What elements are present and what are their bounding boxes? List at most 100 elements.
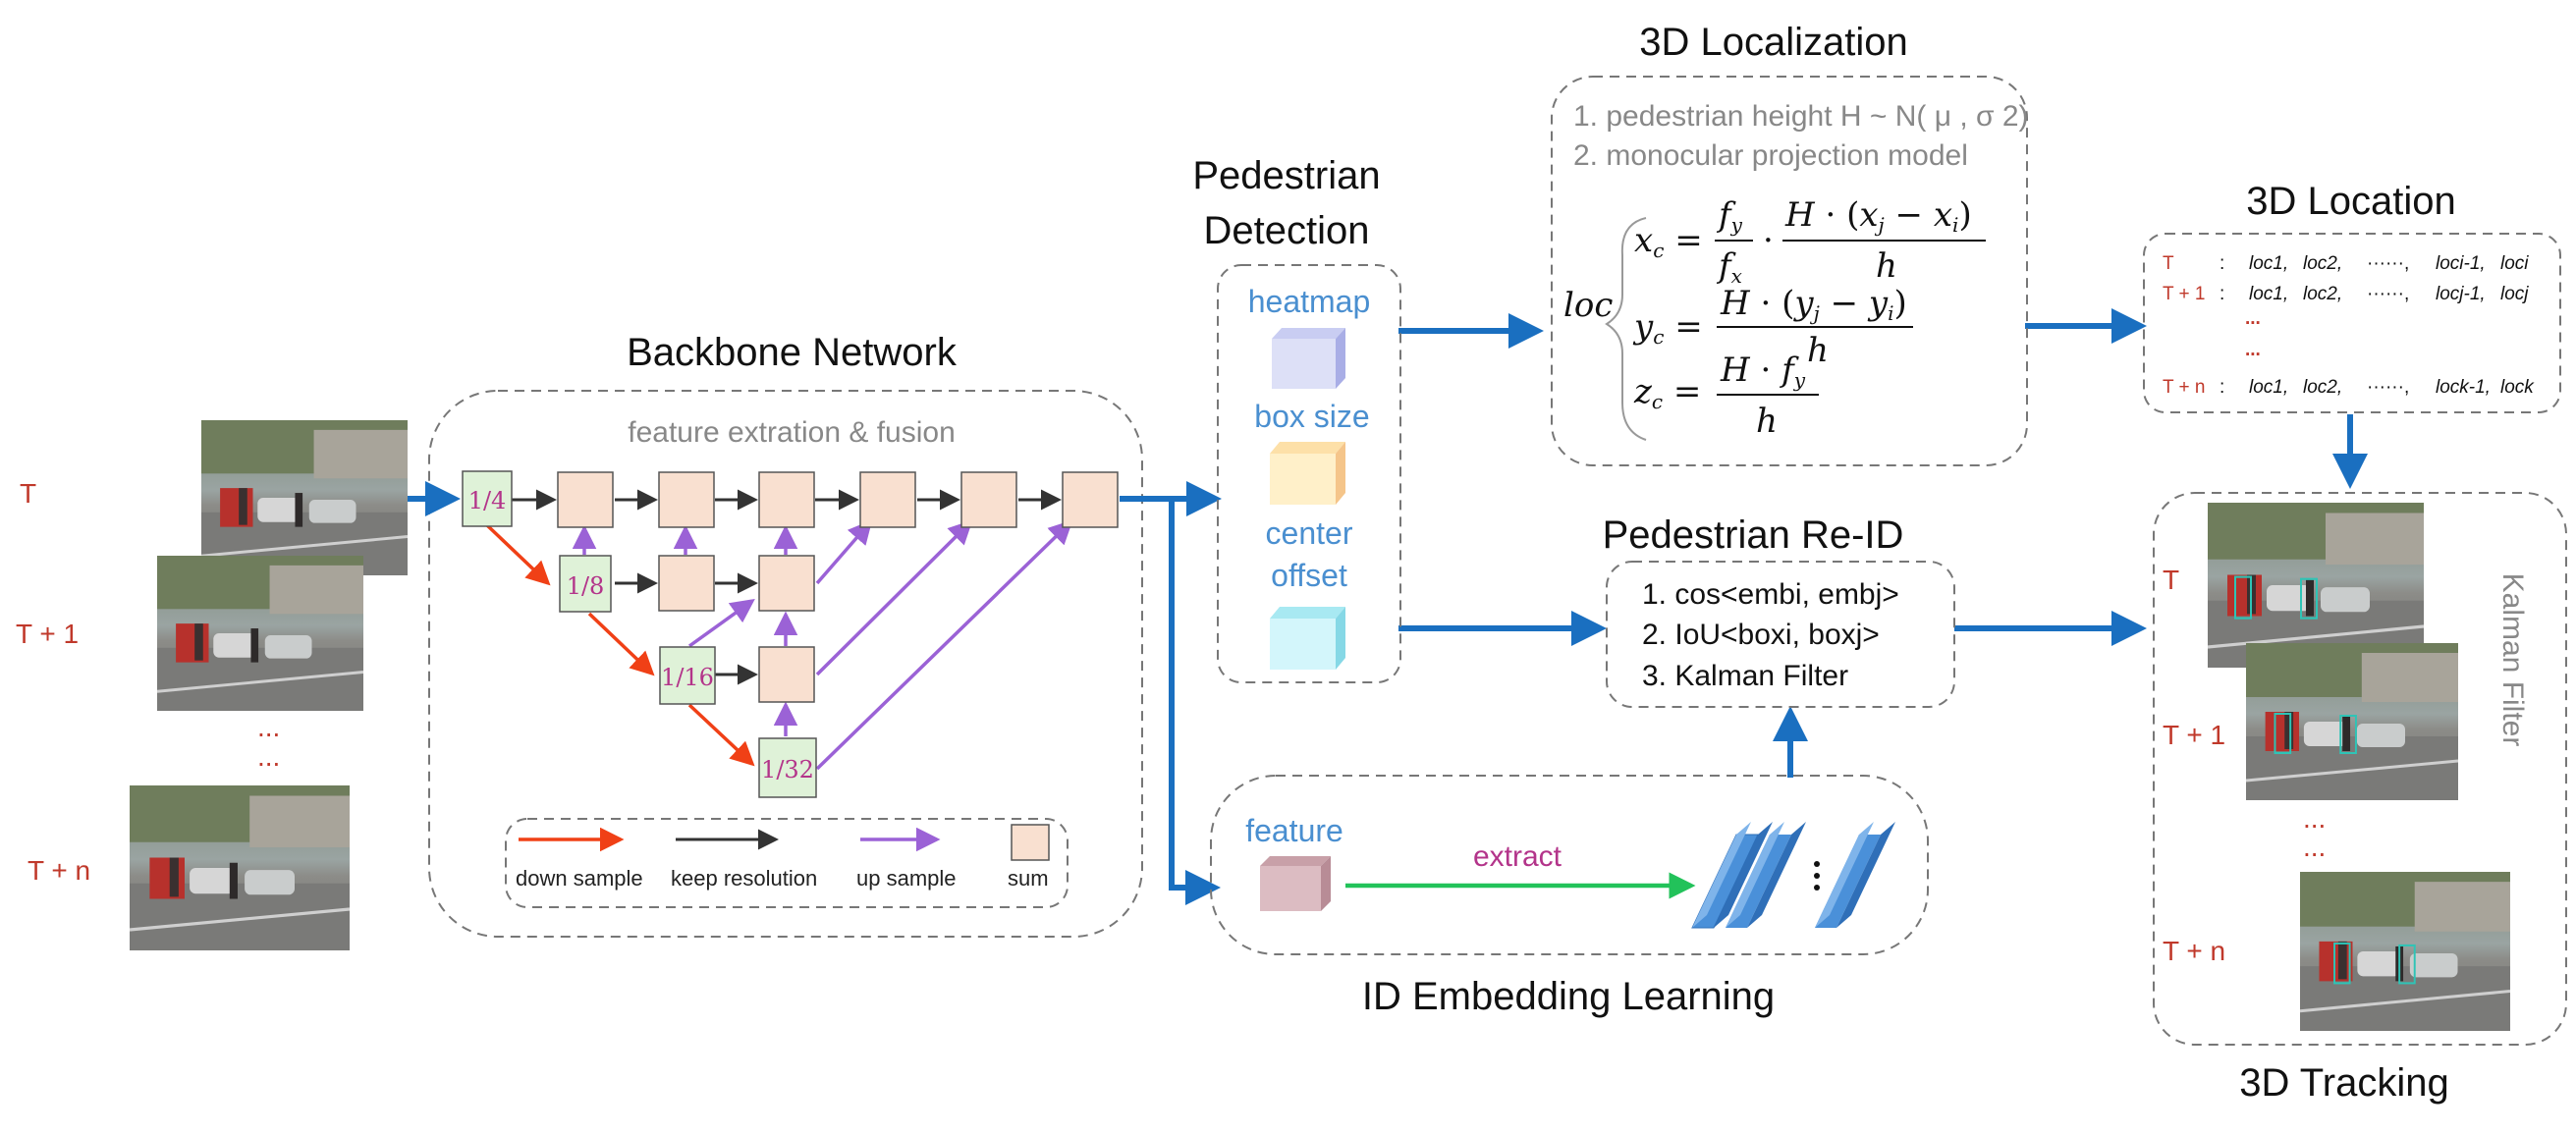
localization-step-2: 2. monocular projection model (1573, 139, 1968, 172)
location-vdots-1: ... (2245, 308, 2261, 329)
location-box (2143, 233, 2561, 413)
extract-label: extract (1473, 840, 1562, 873)
location-row-t1: T + 1 : loc1, loc2, ······, locj-1, locj (2163, 284, 2529, 304)
center-label-1: center (1266, 515, 1353, 551)
id-embedding-learning: ID Embedding Learning feature extract (1210, 775, 1929, 1018)
scale-box-1-4 (462, 470, 513, 527)
reid-item-1: 1. cos<embi, embj> (1642, 578, 1899, 611)
backbone-box (428, 390, 1143, 938)
localization-3d: 3D Localization 1. pedestrian height H ~… (1551, 21, 2029, 466)
svg-text:yc =: yc = (1632, 307, 1703, 349)
reid-box (1606, 561, 1955, 708)
svg-text:······,: ······, (2367, 253, 2409, 274)
embedding-box (1210, 775, 1929, 955)
location-title: 3D Location (2246, 180, 2455, 223)
frame-label-tn: T + n (27, 855, 90, 886)
keep-resolution-arrows (512, 489, 1062, 685)
svg-text:zc =: zc = (1633, 372, 1701, 413)
sum-box (758, 555, 815, 612)
sum-box (859, 471, 916, 528)
scale-box-1-16 (659, 646, 716, 705)
scale-label-1-32: 1/32 (761, 756, 814, 783)
svg-text:·: · (1763, 221, 1774, 260)
feature-cube-icon (1260, 856, 1331, 911)
scale-box-1-8 (559, 555, 612, 613)
svg-text:loci-1,: loci-1, (2436, 253, 2486, 274)
equation-brace (1605, 217, 1647, 441)
pedestrian-detection: Pedestrian Detection heatmap box size ce… (1192, 154, 1401, 683)
tracking-box (2153, 492, 2567, 1046)
svg-text::: : (2220, 284, 2224, 304)
svg-text:loc2,: loc2, (2303, 284, 2342, 304)
legend-keep: keep resolution (671, 866, 817, 891)
down-sample-arrows (485, 523, 755, 767)
loc-label: loc (1563, 286, 1613, 325)
svg-text:fx: fx (1716, 246, 1742, 288)
embedding-vectors-icon (1691, 822, 1895, 929)
svg-text:locj-1,: locj-1, (2436, 284, 2486, 304)
location-vdots-2: ... (2245, 340, 2261, 360)
reid-item-2: 2. IoU<boxi, boxj> (1642, 619, 1880, 651)
input-image-t (201, 420, 408, 575)
tracking-image-t (2208, 503, 2424, 668)
svg-text::: : (2220, 377, 2224, 398)
sum-box (658, 471, 715, 528)
track-dots-2: ... (2303, 832, 2326, 862)
tracking-title: 3D Tracking (2239, 1061, 2448, 1105)
svg-text:loc1,: loc1, (2249, 284, 2288, 304)
scale-label-1-8: 1/8 (567, 572, 605, 600)
svg-text:T + 1: T + 1 (2163, 284, 2205, 304)
location-3d: 3D Location T : loc1, loc2, ······, loci… (2143, 180, 2561, 413)
input-image-tn (130, 785, 350, 950)
legend-down: down sample (516, 866, 643, 891)
sum-box (1062, 471, 1119, 528)
svg-text:loc1,: loc1, (2249, 377, 2288, 398)
scale-label-1-16: 1/16 (661, 664, 714, 691)
svg-text:loc1,: loc1, (2249, 253, 2288, 274)
heatmap-label: heatmap (1248, 284, 1371, 319)
sum-box (960, 471, 1017, 528)
tracking-3d: 3D Tracking Kalman Filter T T + 1 ... ..… (2153, 492, 2567, 1105)
reid-title: Pedestrian Re-ID (1603, 513, 1904, 557)
backbone-legend: down sample keep resolution up sample su… (505, 818, 1069, 908)
svg-text:loc2,: loc2, (2303, 377, 2342, 398)
up-sample-arrows (572, 519, 1073, 771)
tracking-image-t1 (2246, 643, 2458, 800)
projection-equations: xc = fy fx · H · (xj − xi) h yc = H · (y… (1632, 195, 1986, 441)
reid-item-3: 3. Kalman Filter (1642, 660, 1848, 692)
embedding-title: ID Embedding Learning (1362, 975, 1775, 1018)
svg-text::: : (2220, 253, 2224, 274)
localization-box (1551, 76, 2028, 466)
svg-text:lock: lock (2500, 377, 2535, 398)
box-size-cube-icon (1270, 442, 1345, 505)
svg-text:lock-1,: lock-1, (2436, 377, 2491, 398)
track-label-t: T (2163, 565, 2179, 595)
frame-label-t1: T + 1 (16, 619, 79, 649)
svg-text:h: h (1756, 402, 1778, 441)
pedestrian-reid: Pedestrian Re-ID 1. cos<embi, embj> 2. I… (1603, 513, 1955, 708)
detection-box (1217, 264, 1401, 683)
legend-up: up sample (856, 866, 957, 891)
center-offset-cube-icon (1270, 607, 1345, 670)
scale-label-1-4: 1/4 (468, 487, 507, 514)
scale-box-1-32 (758, 737, 817, 798)
tracking-image-tn (2300, 872, 2510, 1031)
svg-text:T + n: T + n (2163, 377, 2205, 398)
detection-title-1: Pedestrian (1192, 154, 1380, 197)
detection-title-2: Detection (1204, 209, 1370, 252)
svg-text:h: h (1876, 246, 1897, 286)
localization-title: 3D Localization (1639, 21, 1908, 64)
svg-text:······,: ······, (2367, 377, 2409, 398)
svg-text:loc2,: loc2, (2303, 253, 2342, 274)
location-row-tn: T + n : loc1, loc2, ······, lock-1, lock (2163, 377, 2535, 398)
svg-text:H · (yj − yi): H · (yj − yi) (1720, 284, 1907, 325)
input-frames: T T + 1 ... ... T + n (16, 420, 408, 950)
svg-text:h: h (1807, 331, 1829, 370)
sum-box (557, 471, 614, 528)
box-size-label: box size (1254, 399, 1369, 434)
track-label-tn: T + n (2163, 936, 2225, 966)
sum-box (758, 646, 815, 703)
backbone-subtitle: feature extration & fusion (628, 416, 956, 449)
svg-text:xc =: xc = (1634, 221, 1703, 262)
